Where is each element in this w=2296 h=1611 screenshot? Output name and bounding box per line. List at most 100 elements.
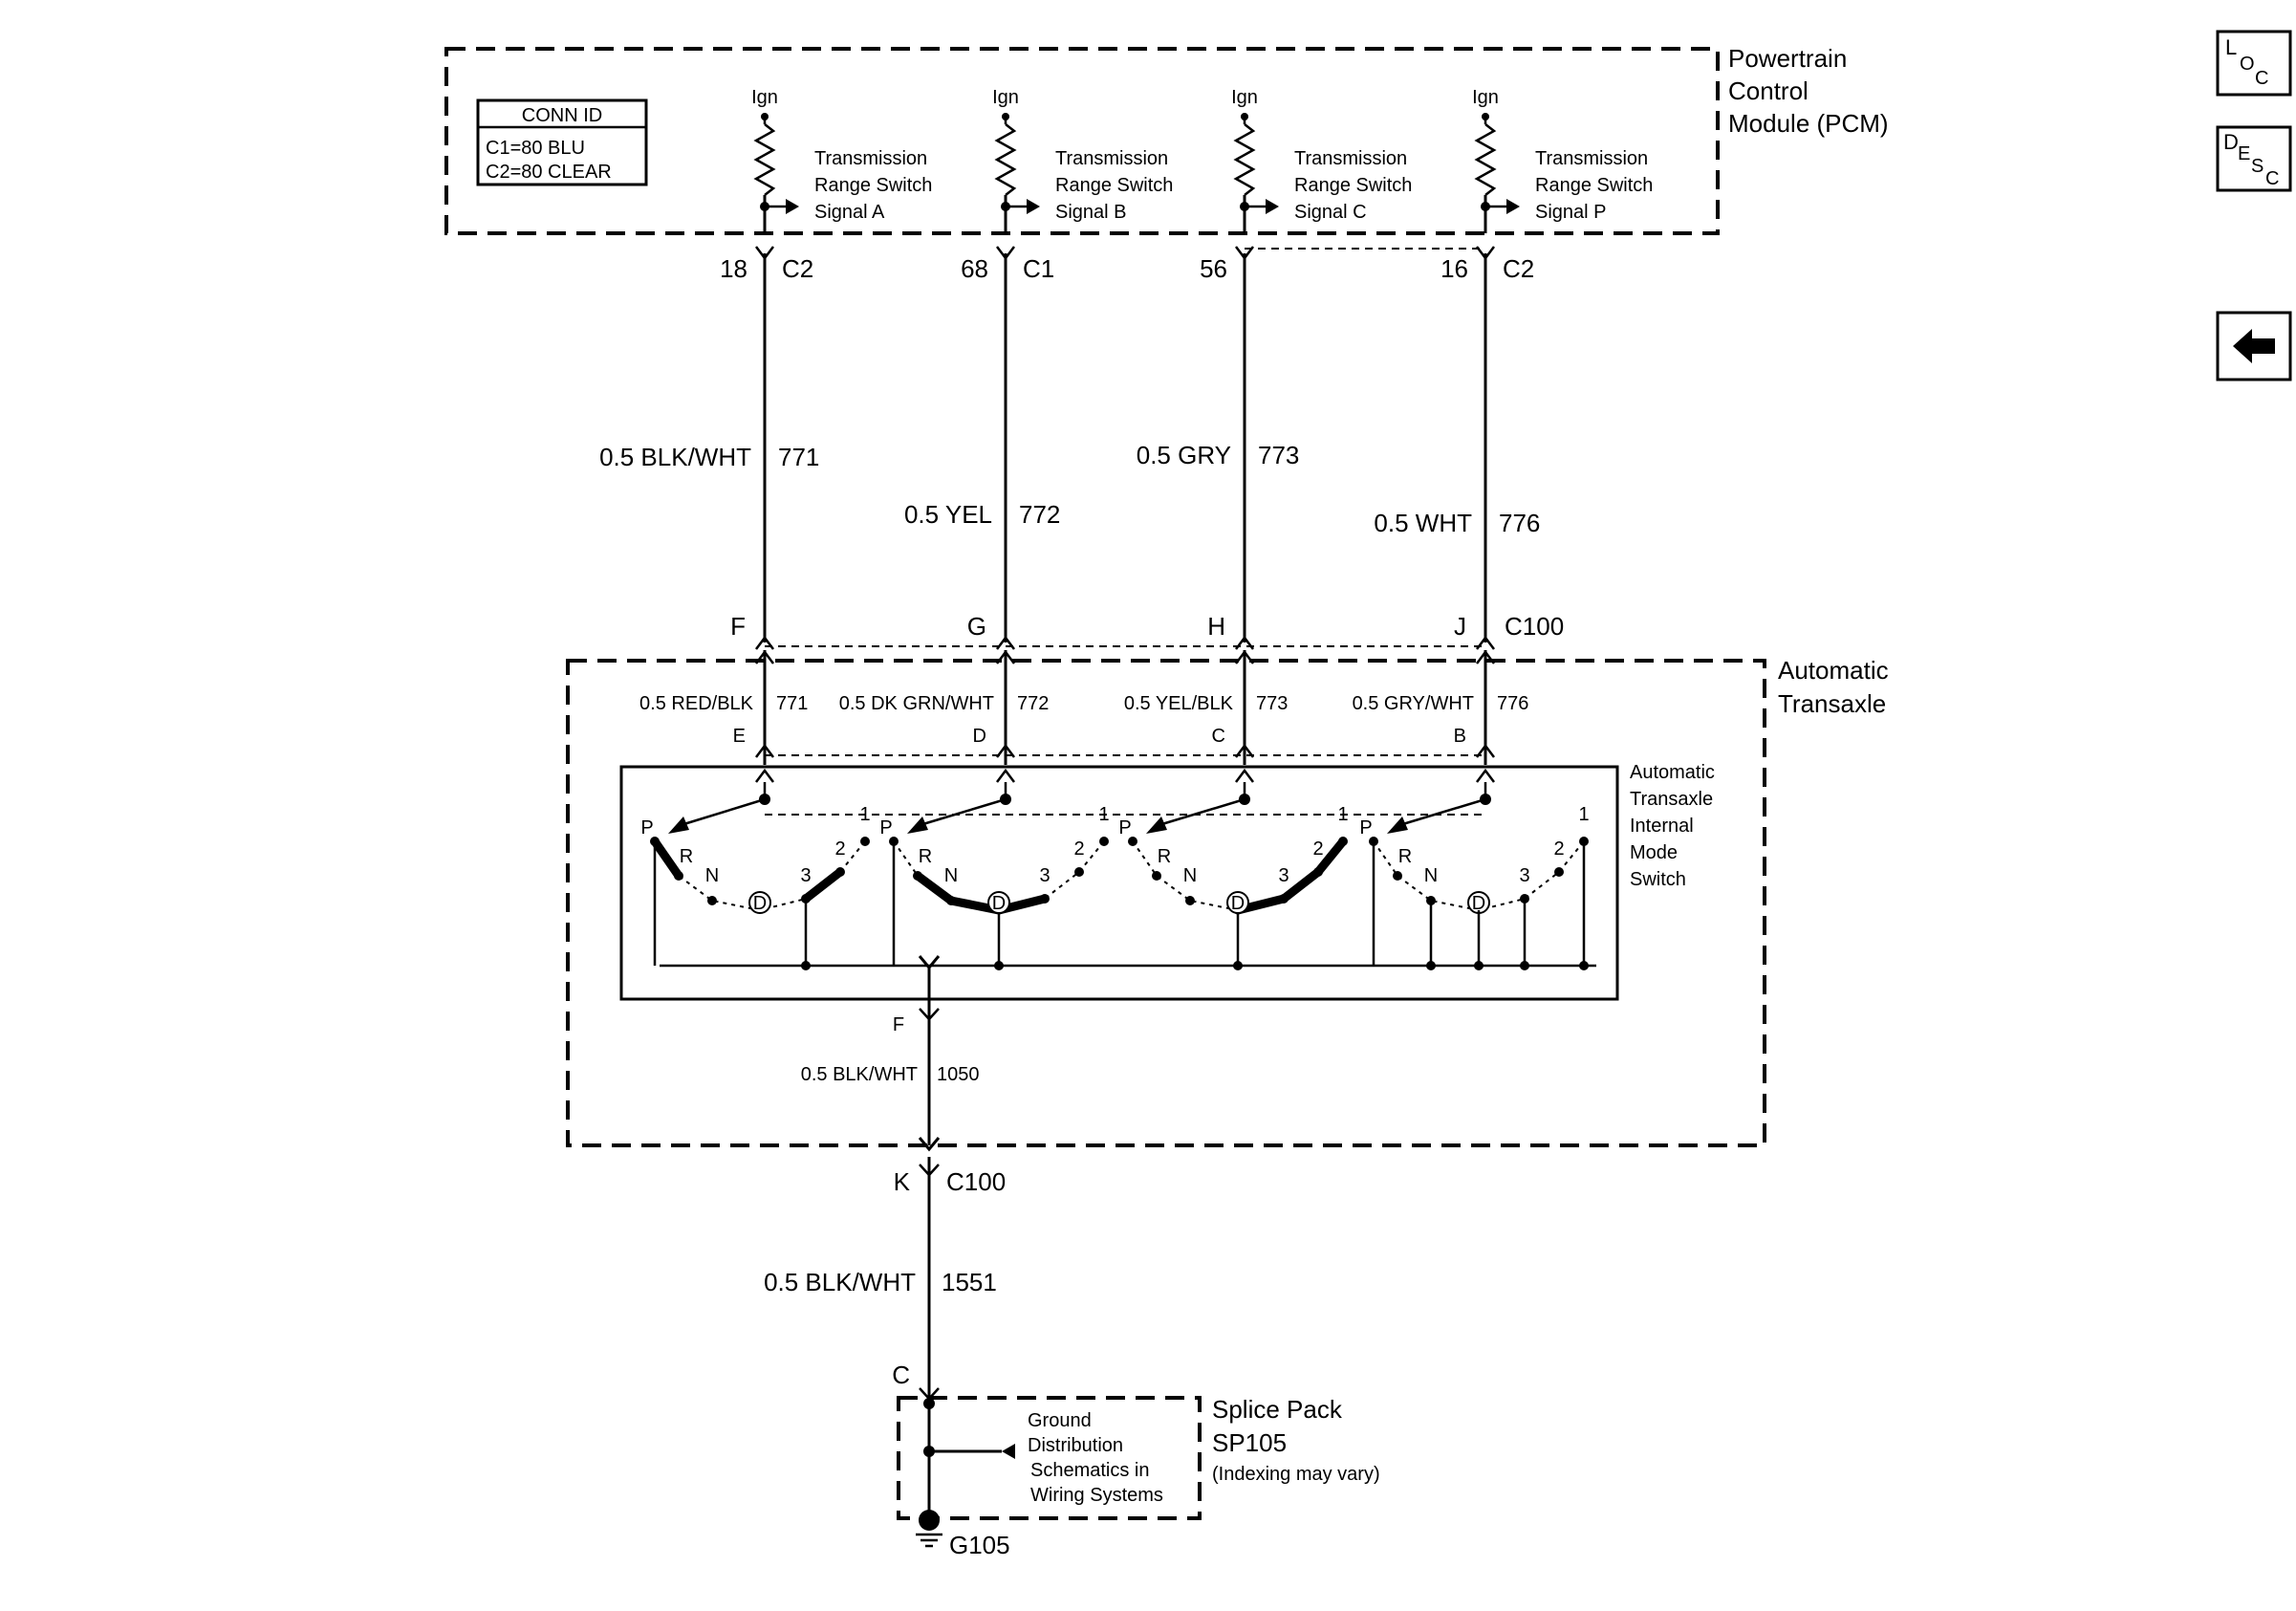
pcm-title: Powertrain Control Module (PCM) (1728, 44, 1889, 138)
connector-chevron-icon (996, 743, 1015, 758)
switch-contact (1313, 867, 1323, 877)
pin-number: 68 (961, 254, 988, 283)
lower-pin-label: K (894, 1167, 911, 1196)
signal-label: Range Switch (1294, 175, 1412, 196)
svg-text:Automatic: Automatic (1630, 762, 1715, 783)
position-label: 1 (1098, 804, 1109, 825)
connector-chevron-icon (1235, 649, 1254, 664)
wire-color: 0.5 DK GRN/WHT (839, 693, 994, 714)
position-label: P (879, 817, 892, 838)
position-label: N (1424, 865, 1438, 886)
signal-label: Signal P (1535, 202, 1607, 223)
back-button[interactable] (2216, 311, 2292, 381)
pcm-box (444, 47, 1720, 235)
switch-contact (1279, 894, 1289, 903)
position-label: R (1398, 846, 1412, 867)
wire-circuit: 772 (1019, 500, 1060, 529)
position-label: D (1231, 893, 1245, 914)
lower-wire-color: 0.5 BLK/WHT (764, 1268, 916, 1296)
svg-text:Mode: Mode (1630, 842, 1678, 863)
signal-label: Signal C (1294, 202, 1367, 223)
mode-switch-box (619, 765, 1619, 1001)
wiper-arrow-icon (907, 816, 928, 834)
c100-pin-label: H (1207, 612, 1225, 641)
connector-chevron-icon (996, 768, 1015, 783)
c100-pin-label: J (1454, 612, 1466, 641)
svg-text:SP105: SP105 (1212, 1428, 1287, 1457)
connector-chevron-icon (1476, 743, 1495, 758)
connector-chevron-icon (996, 635, 1015, 650)
switch-contact (1393, 871, 1402, 881)
switch-contact (1040, 894, 1050, 903)
wire-circuit: 773 (1256, 693, 1288, 714)
splice-pack-title: Splice Pack SP105 (Indexing may vary) (1212, 1395, 1380, 1485)
desc-button[interactable]: D E S C (2216, 125, 2292, 192)
position-label: 3 (1278, 865, 1289, 886)
svg-text:Ground: Ground (1028, 1410, 1092, 1431)
conn-id-box: CONN ID C1=80 BLU C2=80 CLEAR (476, 98, 648, 186)
wiper-arrow-icon (668, 816, 689, 834)
svg-text:Transaxle: Transaxle (1778, 689, 1886, 718)
connector-chevron-icon (755, 635, 774, 650)
svg-text:S: S (2251, 156, 2264, 177)
wire-circuit: 771 (778, 443, 819, 471)
wire-circuit: 776 (1497, 693, 1528, 714)
pin-label: E (733, 726, 746, 747)
svg-text:Transaxle: Transaxle (1630, 789, 1713, 810)
wiper-arm (916, 797, 1007, 828)
wire-color: 0.5 GRY/WHT (1353, 693, 1474, 714)
pin-number: 56 (1200, 254, 1227, 283)
svg-text:Switch: Switch (1630, 869, 1686, 890)
wire-circuit: 773 (1258, 441, 1299, 469)
ign-label: Ign (992, 87, 1019, 108)
position-label: N (944, 865, 958, 886)
connector-chevron-icon (1476, 635, 1495, 650)
pin-number: 18 (720, 254, 747, 283)
loc-button[interactable]: L O C (2216, 30, 2292, 97)
wiper-arrow-icon (1387, 816, 1408, 834)
svg-text:Wiring Systems: Wiring Systems (1030, 1485, 1163, 1506)
transaxle-title: Automatic Transaxle (1778, 656, 1889, 718)
ground-label: G105 (949, 1531, 1010, 1559)
c100-pin-label: G (967, 612, 986, 641)
connector-chevron-icon (1235, 635, 1254, 650)
connector-chevron-icon (1476, 768, 1495, 783)
c100-pin: H (1207, 612, 1254, 650)
position-label: D (992, 893, 1006, 914)
splice-pin-label: C (892, 1361, 910, 1389)
signal-label: Signal A (814, 202, 885, 223)
signal-label: Transmission (1294, 148, 1407, 169)
position-label: 1 (1578, 804, 1589, 825)
pin-label: B (1454, 726, 1466, 747)
wire-color: 0.5 BLK/WHT (599, 443, 751, 471)
svg-text:Powertrain: Powertrain (1728, 44, 1847, 73)
pin-label: C (1212, 726, 1225, 747)
wire-circuit: 772 (1017, 693, 1049, 714)
position-label: 1 (1337, 804, 1348, 825)
ground-ref-arrow-icon (1002, 1444, 1015, 1459)
switch-contact (913, 871, 922, 881)
pin-connector: C2 (782, 254, 813, 283)
svg-text:Schematics in: Schematics in (1030, 1460, 1150, 1481)
pin-label: D (973, 726, 986, 747)
lower-ground-wire: K C100 0.5 BLK/WHT 1551 C (764, 1157, 1006, 1425)
wire-color: 0.5 WHT (1374, 509, 1472, 537)
conn-id-line: C2=80 CLEAR (486, 162, 612, 183)
c100-pin-label: F (730, 612, 746, 641)
lower-conn-label: C100 (946, 1167, 1006, 1196)
connector-chevron-icon (1235, 768, 1254, 783)
signal-arrow-icon (1027, 199, 1040, 214)
switch-contact (1099, 837, 1109, 846)
switch-contact (1128, 837, 1137, 846)
c100-pin: G (967, 612, 1015, 650)
switch-active-segment (650, 837, 683, 881)
